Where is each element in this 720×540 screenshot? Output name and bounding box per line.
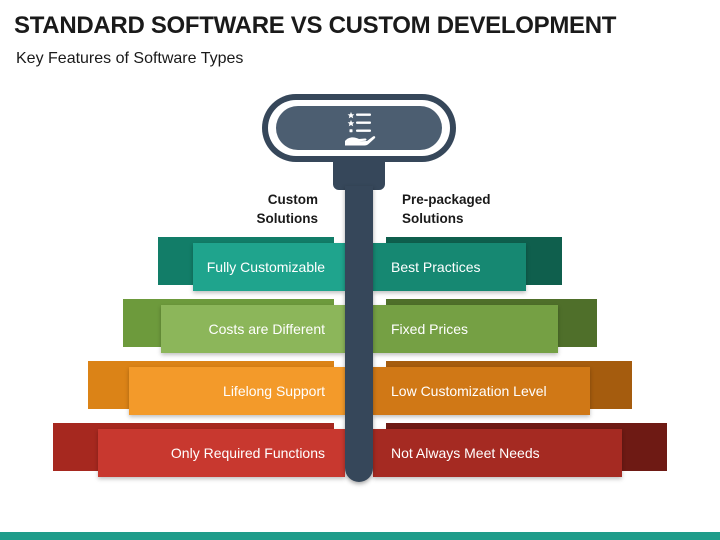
feature-row-2: Costs are Different Fixed Prices <box>0 299 720 353</box>
feature-row-4: Only Required Functions Not Always Meet … <box>0 423 720 477</box>
row-3-left-bar: Lifelong Support <box>129 367 345 415</box>
page-subtitle: Key Features of Software Types <box>16 50 244 67</box>
row-3-right-label: Low Customization Level <box>391 383 547 399</box>
pole-neck <box>333 160 385 190</box>
row-4-right-label: Not Always Meet Needs <box>391 445 540 461</box>
row-4-left-label: Only Required Functions <box>170 445 325 461</box>
feature-row-3: Lifelong Support Low Customization Level <box>0 361 720 415</box>
feature-row-1: Fully Customizable Best Practices <box>0 237 720 291</box>
row-2-right-bar: Fixed Prices <box>373 305 558 353</box>
row-1-right-label: Best Practices <box>391 259 481 275</box>
row-1-left-label: Fully Customizable <box>206 259 325 275</box>
page-title: STANDARD SOFTWARE VS CUSTOM DEVELOPMENT <box>14 12 617 39</box>
checklist-hand-icon <box>340 108 378 148</box>
row-2-left-label: Costs are Different <box>208 321 325 337</box>
row-1-left-bar: Fully Customizable <box>193 243 345 291</box>
prepackaged-solutions-heading: Pre-packaged Solutions <box>402 192 491 226</box>
row-2-right-label: Fixed Prices <box>391 321 469 337</box>
row-1-right-bar: Best Practices <box>373 243 526 291</box>
row-4-right-bar: Not Always Meet Needs <box>373 429 622 477</box>
bottom-accent-bar <box>0 532 720 540</box>
row-3-right-bar: Low Customization Level <box>373 367 590 415</box>
central-pole <box>345 186 373 482</box>
row-3-left-label: Lifelong Support <box>223 383 325 399</box>
custom-solutions-heading: Custom Solutions <box>256 192 319 226</box>
row-4-left-bar: Only Required Functions <box>98 429 345 477</box>
row-2-left-bar: Costs are Different <box>161 305 345 353</box>
